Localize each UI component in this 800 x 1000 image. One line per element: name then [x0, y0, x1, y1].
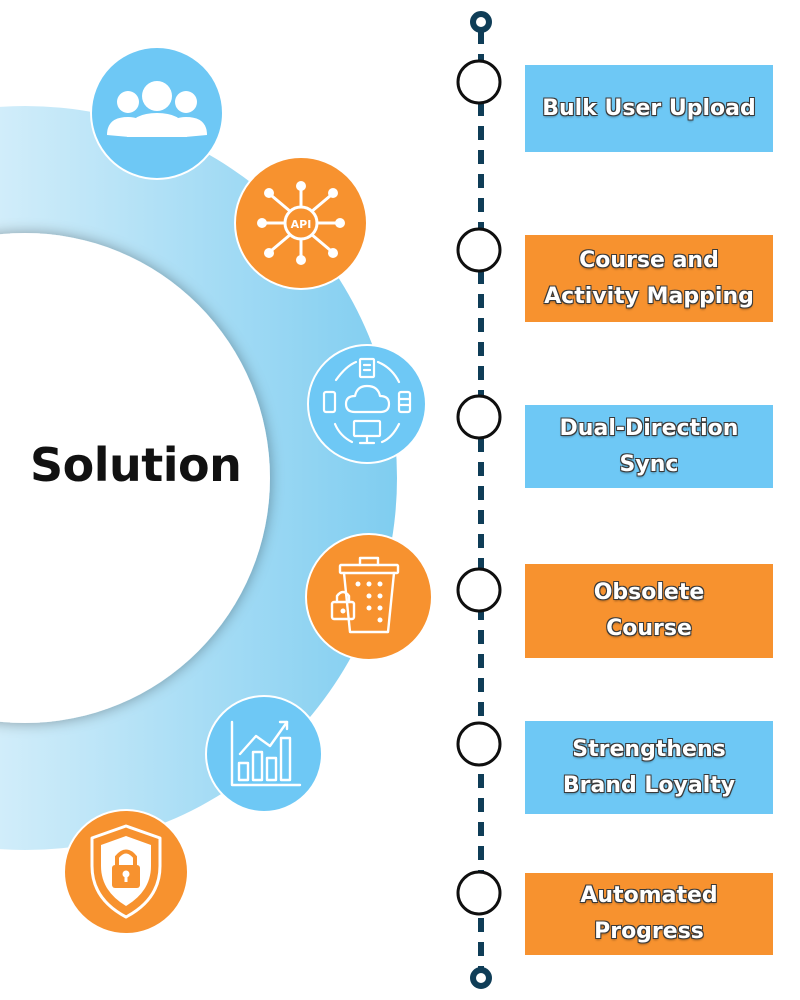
step-automated-progress: Automated Progress [525, 873, 773, 955]
step-label-line2: Brand Loyalty [562, 772, 736, 798]
bar-chart-icon [205, 695, 323, 813]
cloud-sync-icon [307, 344, 427, 464]
step-obsolete-course: Obsolete Course [525, 564, 773, 658]
timeline-node [456, 870, 502, 916]
timeline-end-bottom [470, 967, 492, 989]
timeline-node [456, 567, 502, 613]
timeline-node [456, 227, 502, 273]
step-label-line1: Course and [579, 247, 719, 273]
timeline-node [456, 59, 502, 105]
api-network-icon: API [234, 156, 368, 290]
solution-title: Solution [30, 438, 242, 492]
step-label-line1: Obsolete [593, 580, 705, 605]
timeline-end-top [470, 11, 492, 33]
users-icon [90, 46, 224, 180]
step-dual-direction-sync: Dual-Direction Sync [525, 405, 773, 488]
step-label-line1: Automated [580, 883, 718, 908]
step-strengthens-brand-loyalty: Strengthens Brand Loyalty [525, 721, 773, 814]
step-bulk-user-upload: Bulk User Upload [525, 65, 773, 152]
step-label-line2: Progress [594, 919, 704, 944]
shield-lock-icon [63, 809, 189, 935]
timeline-node [456, 394, 502, 440]
central-circle [0, 233, 270, 723]
step-label-line1: Dual-Direction [559, 415, 739, 441]
api-label: API [291, 218, 312, 231]
step-label-line2: Activity Mapping [544, 283, 754, 309]
step-label: Bulk User Upload [542, 95, 756, 121]
trash-lock-icon [305, 533, 433, 661]
step-course-activity-mapping: Course and Activity Mapping [525, 235, 773, 322]
step-label-line2: Course [606, 616, 692, 641]
timeline-node [456, 721, 502, 767]
step-label-line2: Sync [619, 451, 679, 477]
step-label-line1: Strengthens [572, 736, 726, 762]
timeline-nodes [456, 59, 502, 916]
